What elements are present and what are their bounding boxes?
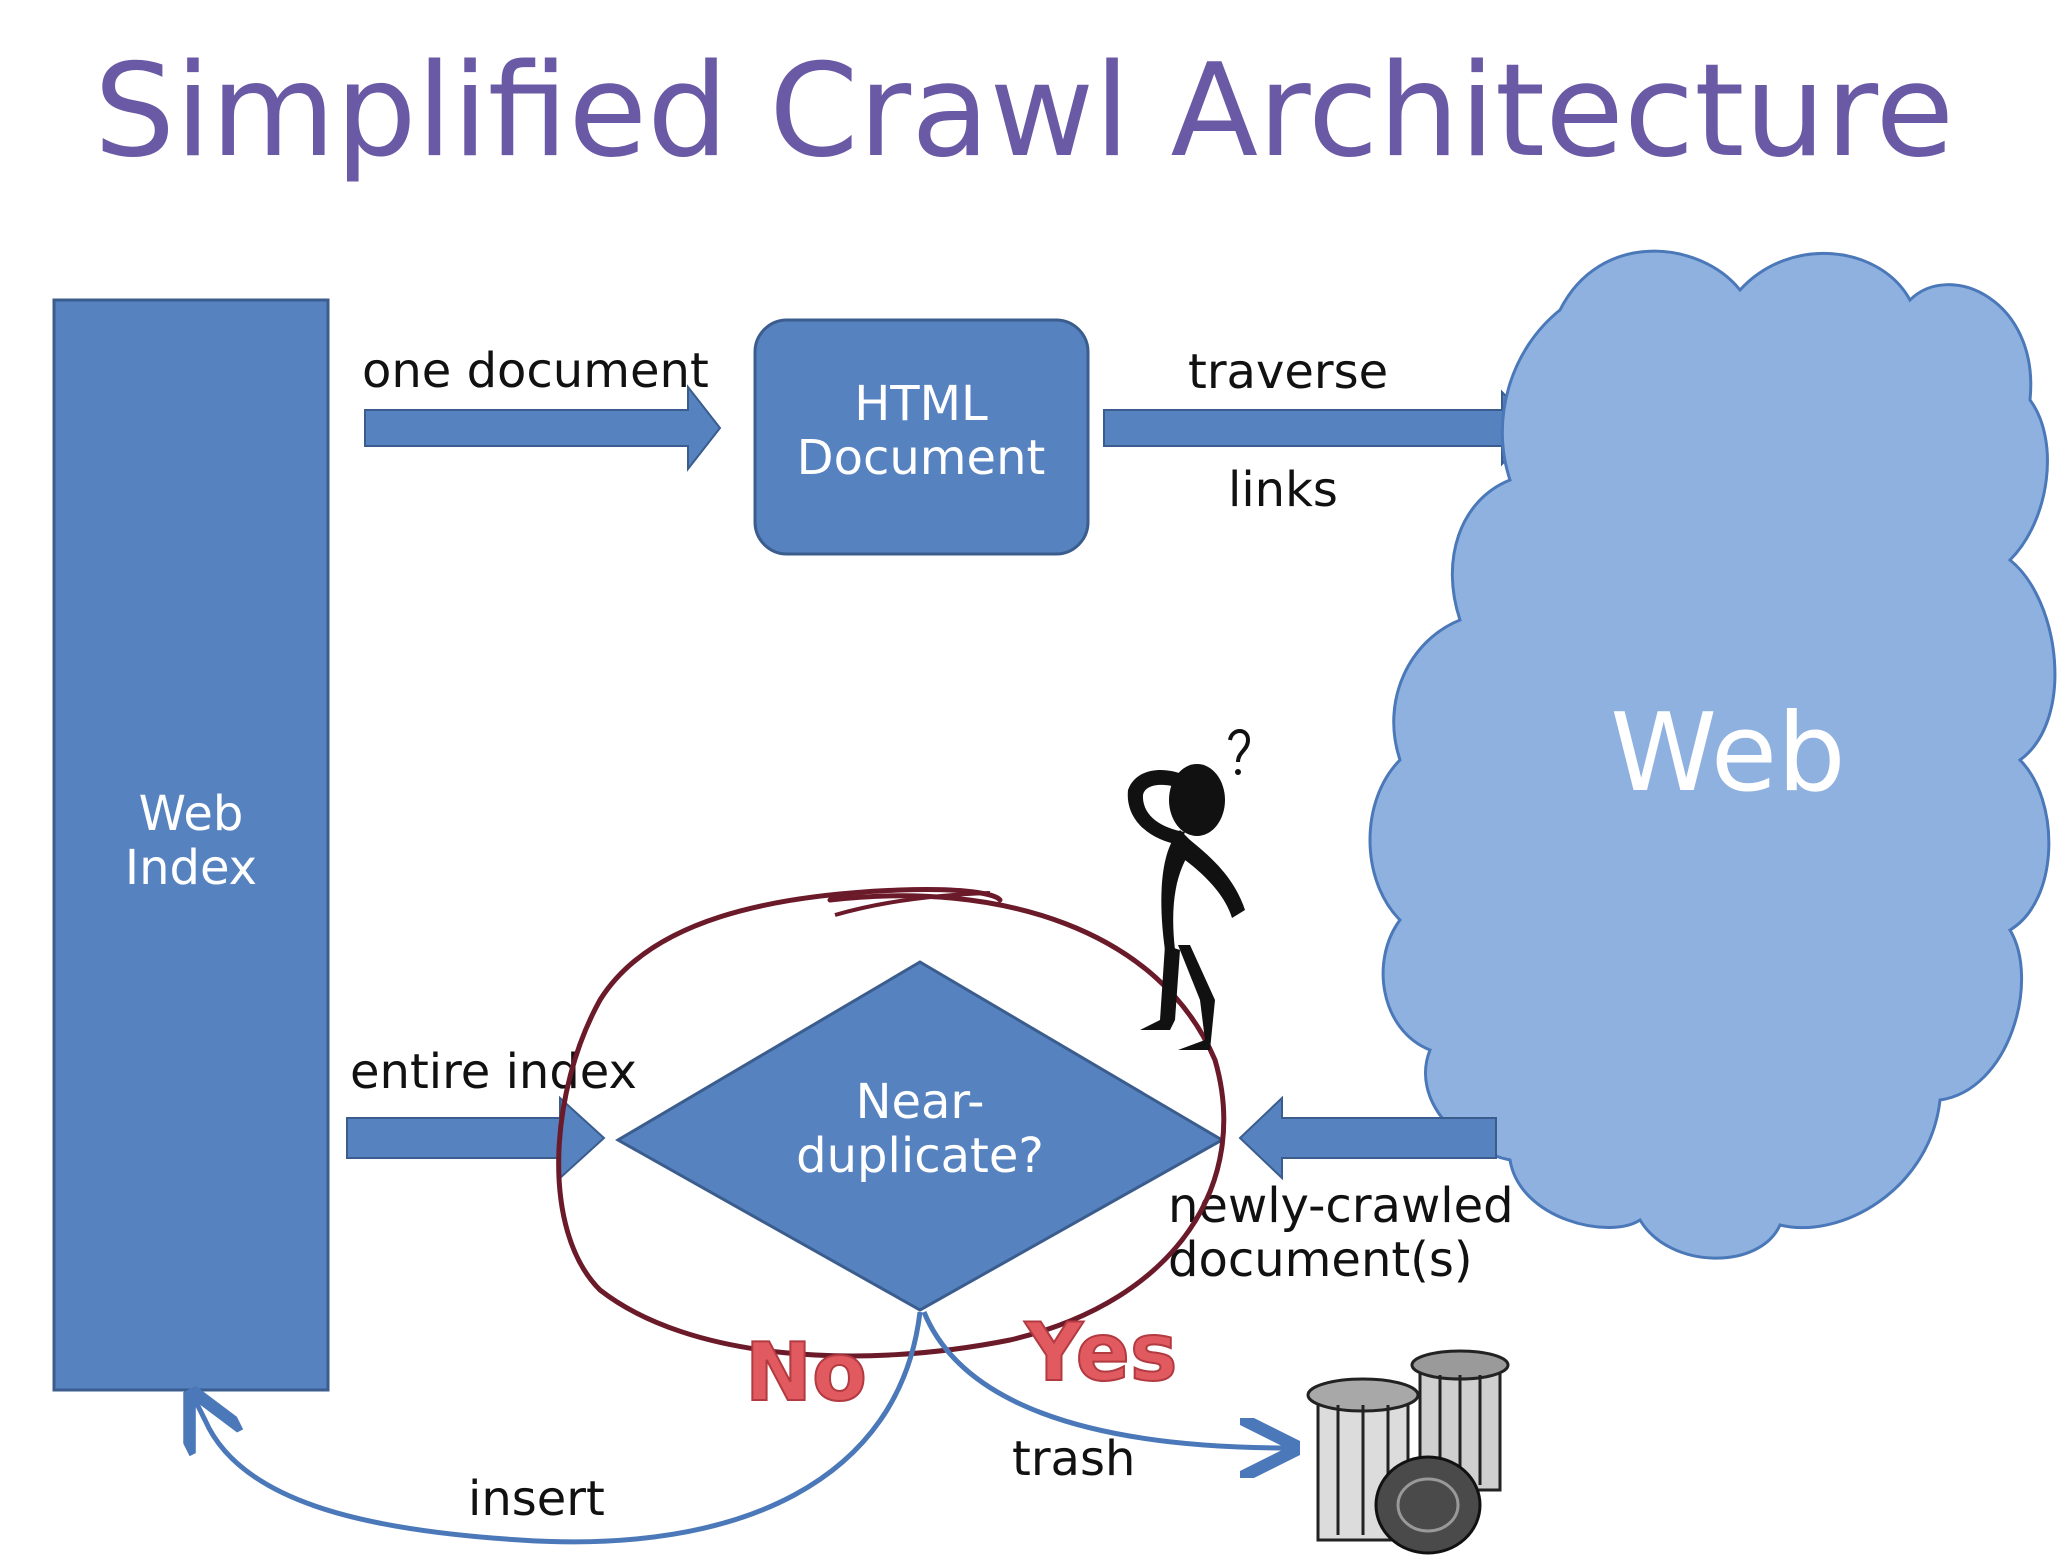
diagram-title: Simplified Crawl Architecture xyxy=(94,37,1954,186)
traverse-label: traverse xyxy=(1188,344,1388,400)
links-label: links xyxy=(1228,462,1338,518)
web-label: Web xyxy=(1610,691,1845,816)
hand-drawn-circle xyxy=(556,887,1227,1359)
one-document-label: one document xyxy=(362,343,709,399)
trash-curve-arrow xyxy=(921,1311,1290,1448)
web-cloud-node: Web xyxy=(1368,249,2057,1260)
yes-stamp: Yes xyxy=(1024,1306,1177,1399)
trash-cans-icon xyxy=(1306,1349,1510,1555)
no-stamp: No xyxy=(745,1326,867,1419)
trash-label: trash xyxy=(1012,1431,1135,1487)
insert-label: insert xyxy=(468,1471,605,1527)
confused-person-icon xyxy=(1127,729,1251,1050)
entire-index-label: entire index xyxy=(350,1044,637,1100)
near-duplicate-decision: Near-duplicate? xyxy=(614,960,1226,1312)
one-document-arrow xyxy=(364,384,722,472)
near-duplicate-label: Near-duplicate? xyxy=(796,1074,1044,1184)
insert-curve-arrow xyxy=(194,1311,923,1545)
traverse-links-arrow xyxy=(1103,389,1538,467)
newly-crawled-arrow xyxy=(1238,1095,1497,1181)
